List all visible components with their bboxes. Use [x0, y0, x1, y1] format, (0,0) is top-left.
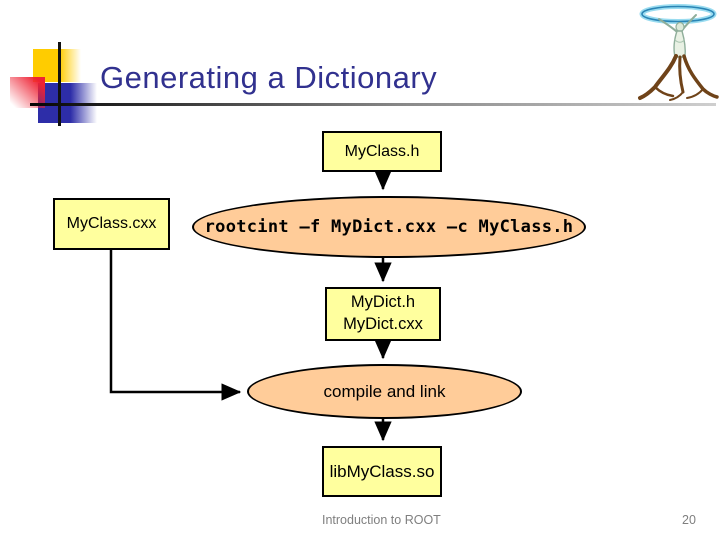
node-mydict-line2: MyDict.cxx — [343, 315, 423, 333]
deco-red-square — [10, 77, 45, 108]
libmyclass-so-label: libMyClass.so — [329, 461, 435, 481]
logo-figure — [658, 14, 697, 58]
node-rootcint-command: rootcint –f MyDict.cxx –c MyClass.h — [192, 196, 586, 258]
node-mydict-line1: MyDict.h — [350, 293, 416, 312]
logo-roots — [638, 54, 719, 101]
node-compile-and-link: compile and link — [247, 364, 522, 419]
deco-vertical-line — [58, 42, 61, 126]
title-underline — [30, 103, 716, 106]
node-myclass-cxx: MyClass.cxx — [53, 198, 170, 250]
logo-hoop — [639, 4, 717, 24]
node-myclass-cxx-label: MyClass.cxx — [66, 215, 157, 232]
node-libmyclass-so: libMyClass.so — [322, 446, 442, 497]
deco-yellow-square — [33, 49, 81, 82]
arrow-myclasscxx-to-compile — [109, 250, 242, 401]
compile-and-link-label: compile and link — [323, 381, 446, 401]
node-mydict: MyDict.h MyDict.cxx — [325, 287, 441, 341]
footer-page-number: 20 — [682, 513, 696, 527]
page-title: Generating a Dictionary — [100, 60, 438, 95]
node-myclass-h: MyClass.h — [322, 131, 442, 172]
root-logo-icon — [638, 4, 719, 101]
node-myclass-h-label: MyClass.h — [344, 142, 420, 160]
rootcint-command-text: rootcint –f MyDict.cxx –c MyClass.h — [204, 217, 574, 237]
footer-title: Introduction to ROOT — [322, 513, 441, 527]
